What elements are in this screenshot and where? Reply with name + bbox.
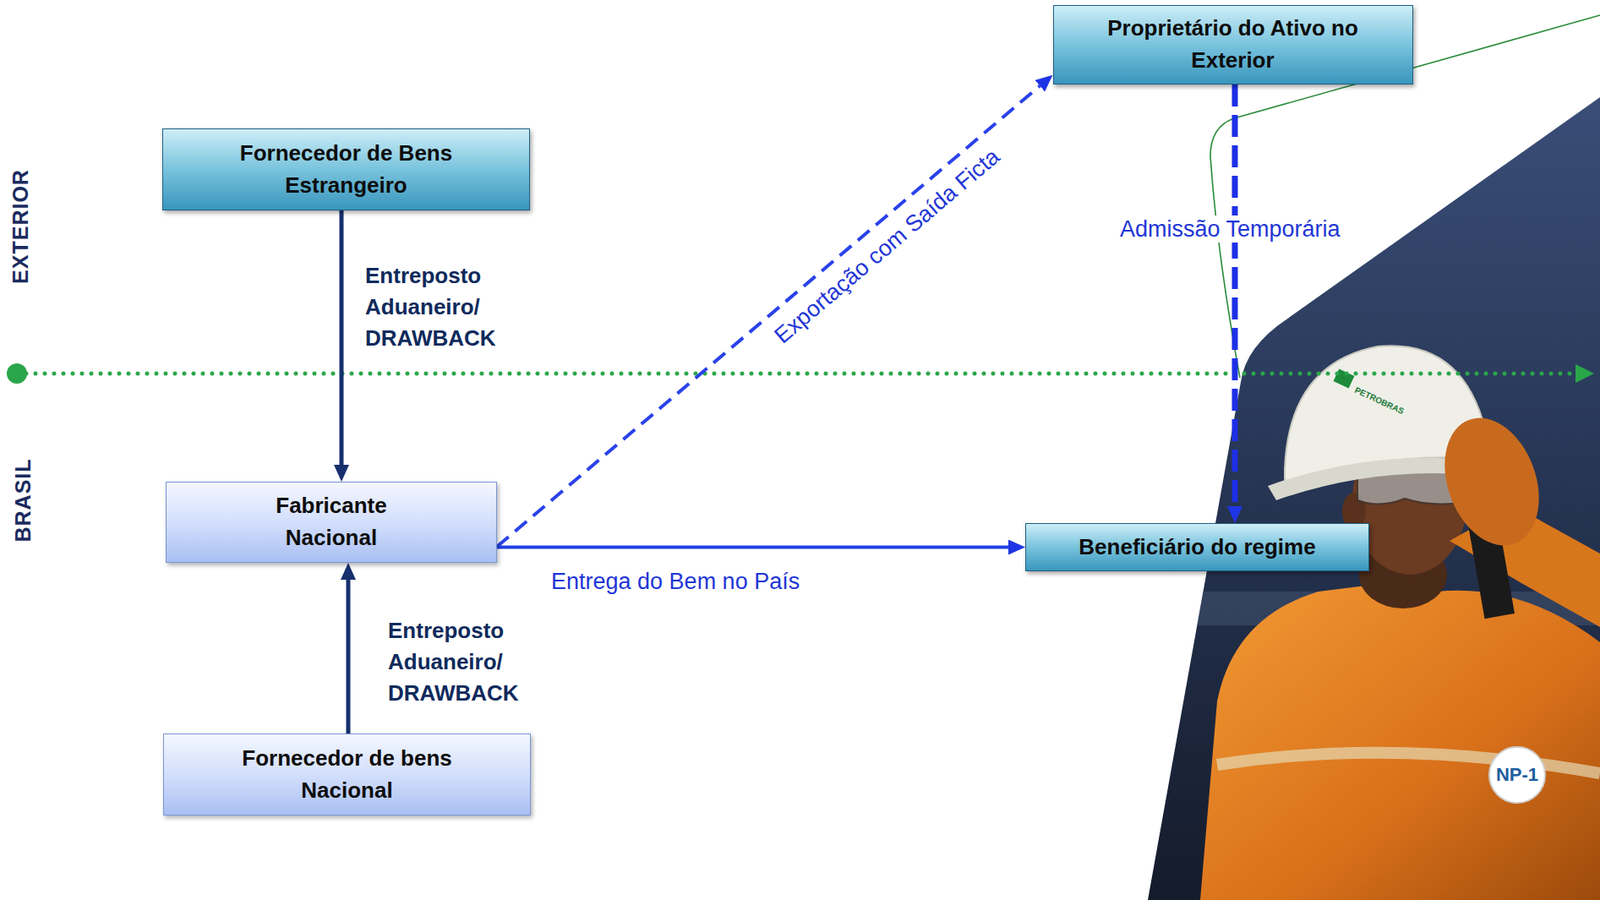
worker-glove xyxy=(1427,404,1556,559)
box-label: Fabricante Nacional xyxy=(238,490,425,554)
box-label: Beneficiário do regime xyxy=(1078,531,1316,564)
process-box: Beneficiário do regime xyxy=(1025,523,1370,572)
region-label: EXTERIOR xyxy=(8,169,33,284)
connector-arrow xyxy=(339,210,345,465)
callout-number: NP-1 xyxy=(1496,764,1539,787)
process-box: Fornecedor de Bens Estrangeiro xyxy=(162,128,530,211)
edge-label: Admissão Temporária xyxy=(1116,215,1344,243)
process-box: Fabricante Nacional xyxy=(165,481,497,563)
box-label: Fornecedor de bens Nacional xyxy=(207,742,487,807)
border-start-dot xyxy=(6,363,28,384)
edge-label: Entrega do Bem no País xyxy=(547,567,803,596)
edge-label: Entreposto Aduaneiro/ DRAWBACK xyxy=(365,260,518,355)
edge-label: Entreposto Aduaneiro/ DRAWBACK xyxy=(387,615,541,710)
process-box: Proprietário do Ativo no Exterior xyxy=(1053,5,1414,85)
process-box: Fornecedor de bens Nacional xyxy=(163,733,531,816)
photo xyxy=(1098,84,1600,900)
box-label: Fornecedor de Bens Estrangeiro xyxy=(207,137,487,202)
region-label: BRASIL xyxy=(10,458,36,542)
connector-arrow xyxy=(1232,84,1239,507)
border-arrowhead xyxy=(1575,364,1595,383)
edge-label: Exportação com Saída Ficta xyxy=(766,141,1009,352)
connector-arrow xyxy=(346,579,351,734)
connector-arrow xyxy=(496,546,1009,550)
badge-circle xyxy=(1489,747,1546,803)
border-line xyxy=(16,371,1574,377)
worker-body xyxy=(1200,583,1600,900)
connector-arrow xyxy=(496,86,1040,547)
photo-sky xyxy=(1098,84,1600,900)
box-label: Proprietário do Ativo no Exterior xyxy=(1068,12,1398,77)
